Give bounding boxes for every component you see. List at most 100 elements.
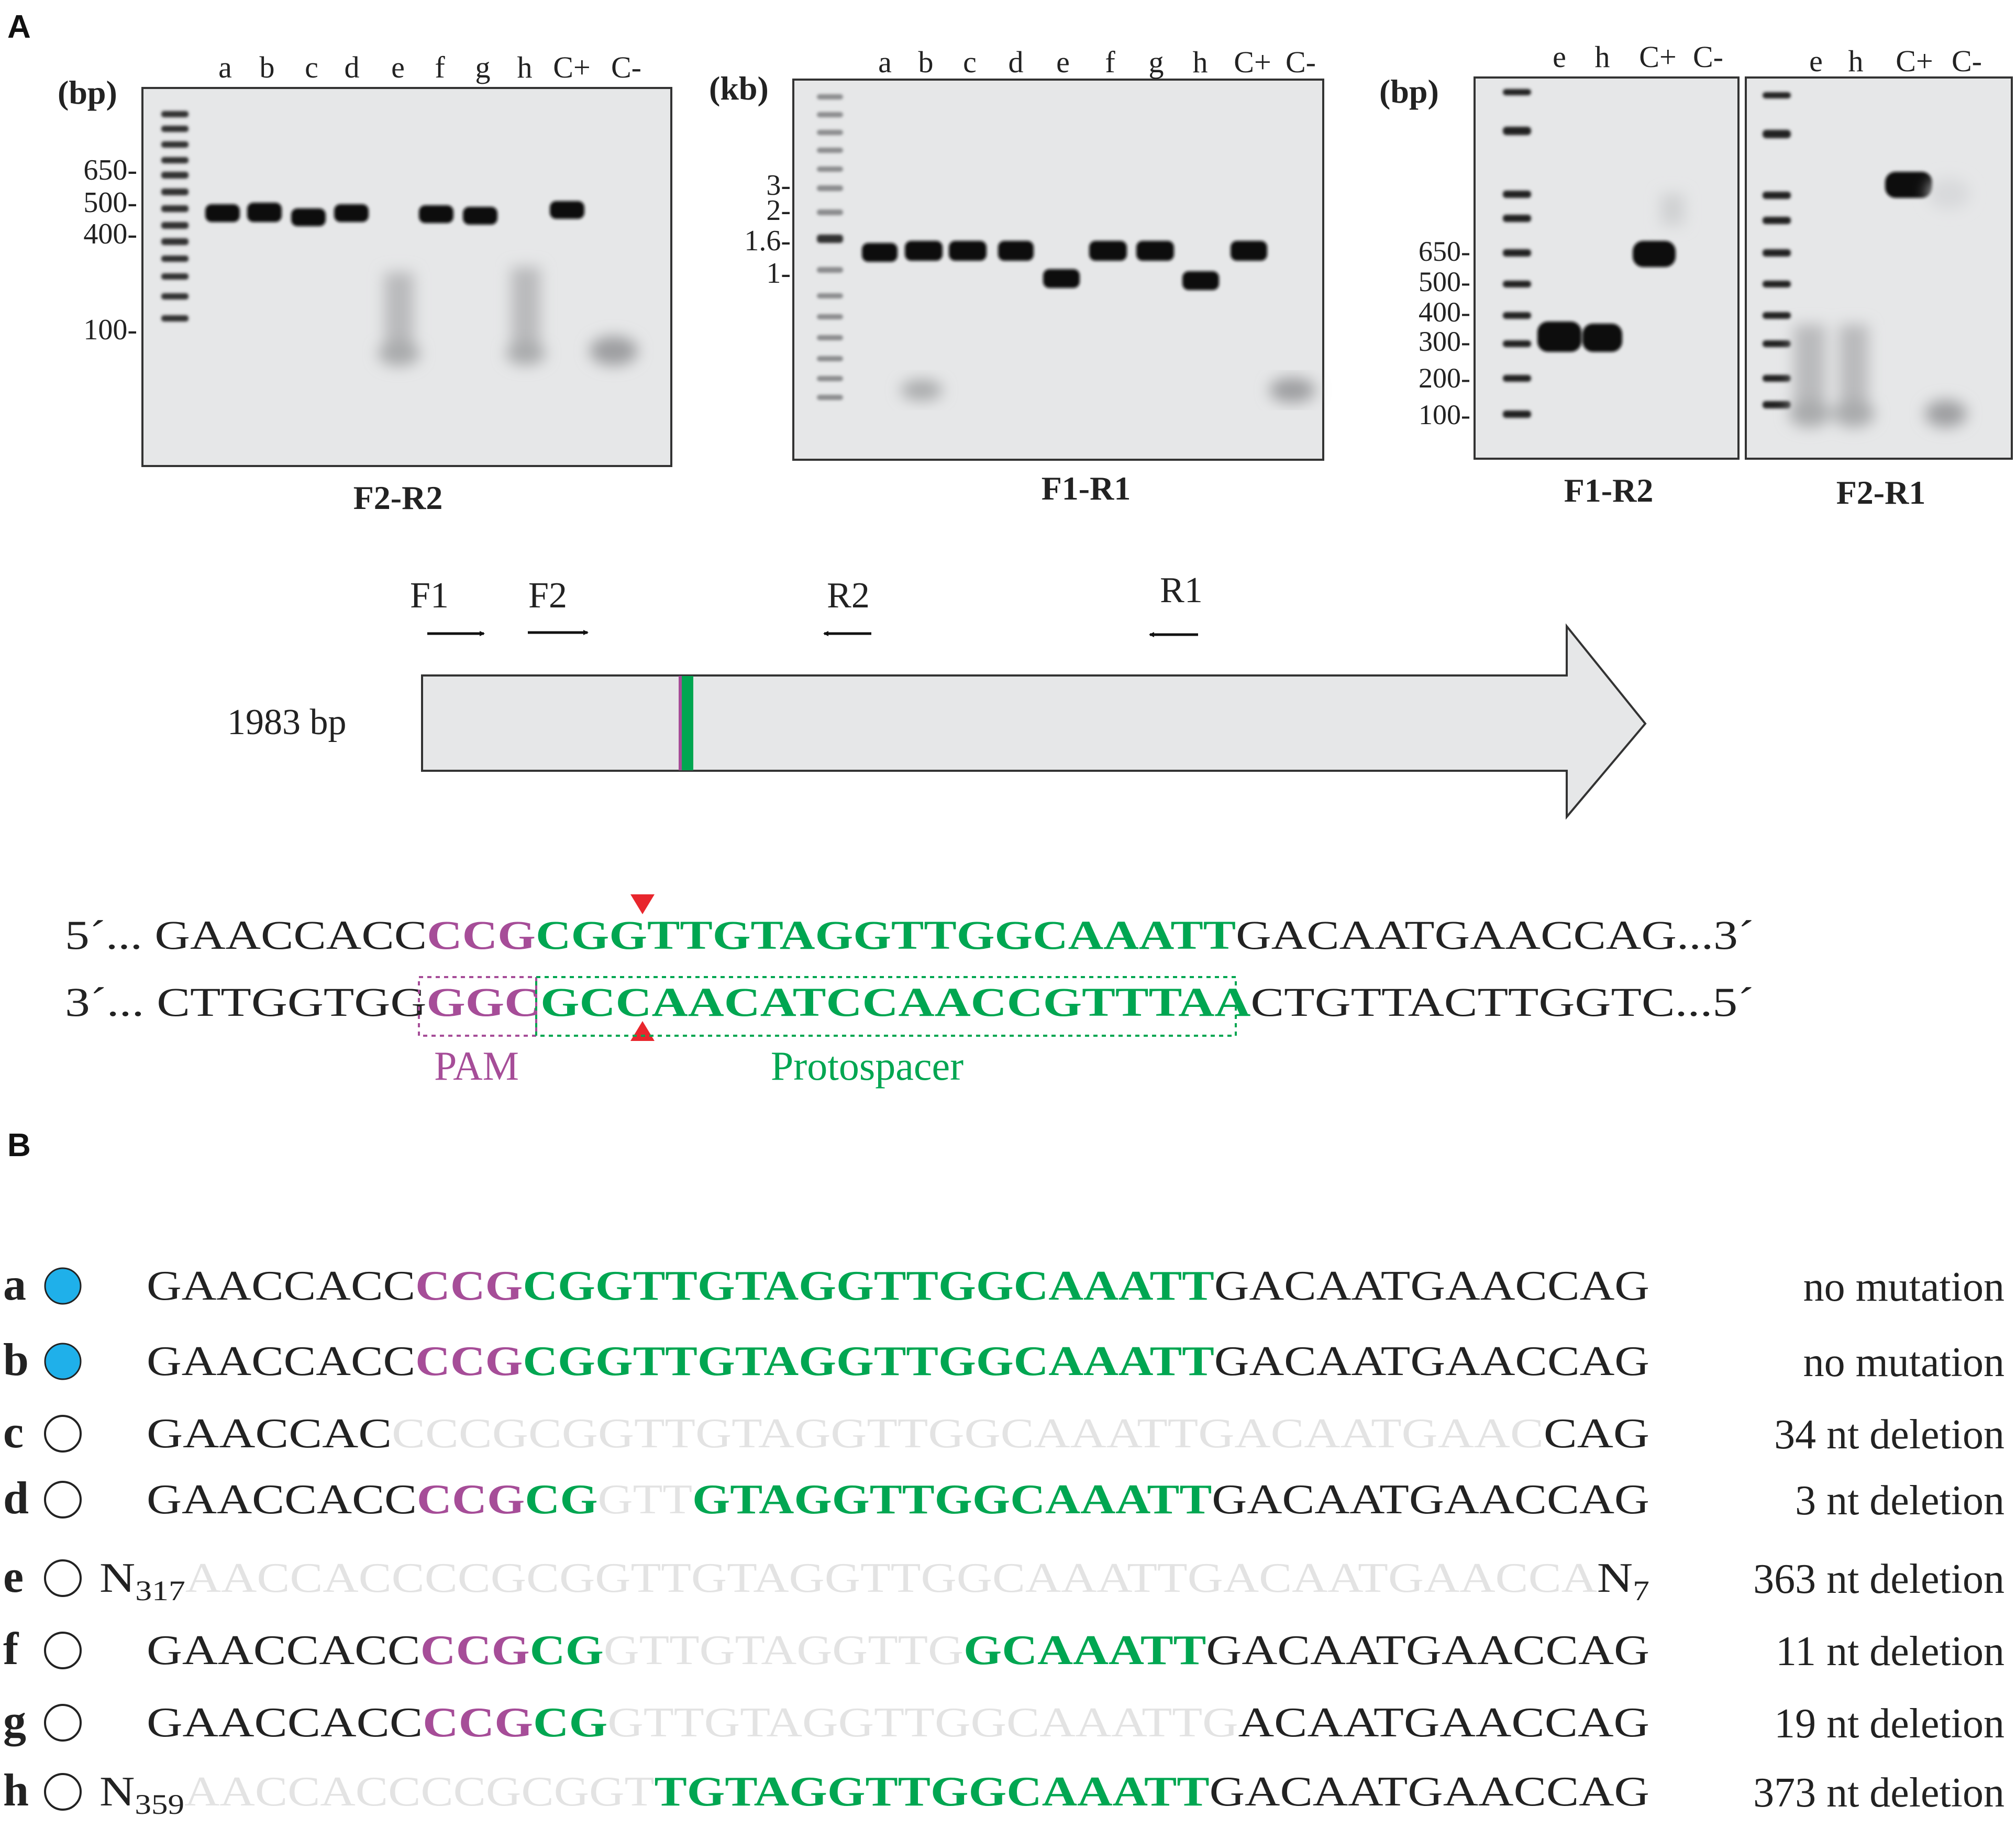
gel2-tick-2: 2-: [766, 194, 791, 227]
seq-normal: N: [99, 1769, 135, 1815]
gel1-band-a: [205, 204, 240, 222]
seq-normal: GAACCACC: [147, 1263, 415, 1309]
gel2-smears: [901, 378, 1315, 403]
allele-id: c: [3, 1407, 24, 1458]
target-site-pam-marker: [679, 676, 682, 770]
gel3-lane-labels-right: e h C+ C-: [1809, 44, 1982, 78]
gel2-band-c: [949, 241, 987, 261]
bottom-pam: GGC: [426, 979, 540, 1025]
gel3-tick-200: 200-: [1419, 362, 1470, 394]
seq-deleted: AACCACCCCGCGGTTGTAGGTTGGCAAATTGACAATGAAC…: [185, 1555, 1597, 1601]
gel2-band-h: [1182, 271, 1219, 290]
gel3l-lane-cneg: C-: [1693, 40, 1723, 74]
seq-protospacer: GCAAATT: [963, 1627, 1206, 1673]
allele-id: f: [3, 1624, 19, 1675]
seq-pam: CCG: [417, 1477, 525, 1523]
gel2-band-b: [905, 241, 943, 261]
allele-id: b: [3, 1335, 29, 1385]
cut-marker-top: [630, 894, 655, 914]
gel2-lane-cpos: C+: [1234, 45, 1271, 79]
gel1-band-c: [291, 208, 326, 226]
gel1-bands: [205, 201, 584, 226]
bottom-suffix: ...5´: [1675, 979, 1754, 1025]
gel2-band-e: [1043, 269, 1080, 288]
gel1-smears: [378, 267, 638, 366]
gene-arrow: [421, 623, 1647, 820]
gel1-lane-f: f: [435, 50, 445, 84]
seq-pam: CCG: [420, 1627, 530, 1673]
protospacer-box: [535, 976, 1237, 1037]
gel3-frame-right: [1745, 76, 2013, 460]
gel1-caption: F2-R2: [353, 479, 443, 516]
bottom-prefix: 3´...: [65, 979, 157, 1025]
seq-normal: GACAATGAACCAG: [1206, 1627, 1649, 1673]
gel3-frame-left: [1474, 76, 1740, 460]
top-proto-b: TTGTAGGTTGGCAAATT: [647, 912, 1236, 958]
gel3-caption-f1-r2: F1-R2: [1564, 472, 1654, 509]
no-mutation-dot-icon: [44, 1267, 82, 1305]
bottom-proto-a: GCC: [540, 979, 651, 1025]
gel2-lane-labels: a b c d e f g h C+ C-: [878, 45, 1316, 79]
seq-deleted: CCCGCGGTTGTAGGTTGGCAAATTGACAATGAAC: [392, 1411, 1544, 1457]
gel2-bands: [862, 241, 1267, 290]
top-flank-left: GAACCACC: [154, 912, 427, 958]
gene-diagram: F1 F2 R2 R1 1983 bp: [227, 570, 1647, 820]
target-site-marker: [682, 676, 693, 770]
mutant-circle-icon: [44, 1632, 82, 1669]
gel3-ticks: 650- 500- 400- 300- 200- 100-: [1419, 236, 1470, 430]
gel2-unit: (kb): [709, 70, 769, 107]
seq-pam: CCG: [423, 1700, 533, 1746]
gel-f2-r2: (bp) a b c d e f g h C+ C- 650- 500- 400…: [58, 50, 672, 516]
seq-subscript: 317: [135, 1575, 185, 1606]
seq-protospacer: CG: [530, 1627, 604, 1673]
mutant-circle-icon: [44, 1704, 82, 1742]
mutant-circle-icon: [44, 1773, 82, 1811]
gel3l-band-h: [1582, 324, 1622, 352]
gel3-tick-100: 100-: [1419, 399, 1470, 430]
gel2-lane-g: g: [1149, 45, 1164, 79]
allele-id: g: [3, 1696, 26, 1747]
bottom-proto-b: AACATCCAACCGTTTAA: [652, 979, 1251, 1025]
gel1-lane-labels: a b c d e f g h C+ C-: [218, 50, 641, 84]
gel1-unit: (bp): [58, 74, 117, 111]
gel1-band-b: [247, 203, 282, 222]
gel2-ladder: [817, 94, 843, 400]
gel3-lane-labels-left: e h C+ C-: [1553, 40, 1723, 74]
seq-deleted: AACCACCCCGCGGT: [184, 1769, 655, 1815]
seq-subscript: 7: [1633, 1575, 1649, 1606]
gel1-tick-100: 100-: [83, 314, 137, 346]
gel-f1-r1: (kb) a b c d e f g h C+ C- 3- 2- 1.6- 1-: [709, 45, 1324, 507]
allele-id: e: [3, 1551, 24, 1602]
allele-id: d: [3, 1473, 29, 1524]
protospacer-label: Protospacer: [771, 1043, 963, 1089]
gel2-band-cpos: [1231, 241, 1267, 261]
gel-f1-r2-f2-r1: (bp) e h C+ C- e h C+ C- 650- 500- 400- …: [1379, 40, 2013, 511]
gel2-band-f: [1089, 241, 1127, 261]
gel1-lane-cneg: C-: [611, 50, 641, 84]
gel3r-lane-cpos: C+: [1896, 44, 1933, 78]
allele-result: 11 nt deletion: [1776, 1628, 2004, 1675]
gel1-lane-b: b: [260, 50, 275, 84]
seq-pam: CCG: [415, 1338, 523, 1384]
gel1-band-cpos: [550, 201, 584, 219]
seq-pam: CCG: [415, 1263, 523, 1309]
primer-r2-label: R2: [827, 575, 870, 616]
gel3-tick-500: 500-: [1419, 266, 1470, 297]
seq-protospacer: TGTAGGTTGGCAAATT: [655, 1769, 1210, 1815]
gel3-bands: [1537, 172, 1932, 352]
seq-normal: GAACCACC: [147, 1477, 417, 1523]
allele-result: no mutation: [1803, 1339, 2004, 1385]
allele-result: 373 nt deletion: [1753, 1770, 2004, 1816]
no-mutation-dot-icon: [44, 1343, 82, 1380]
primer-r1-label: R1: [1160, 570, 1203, 611]
allele-result: 363 nt deletion: [1753, 1556, 2004, 1602]
seq-normal: CAG: [1544, 1411, 1649, 1457]
gel2-lane-cneg: C-: [1286, 45, 1316, 79]
